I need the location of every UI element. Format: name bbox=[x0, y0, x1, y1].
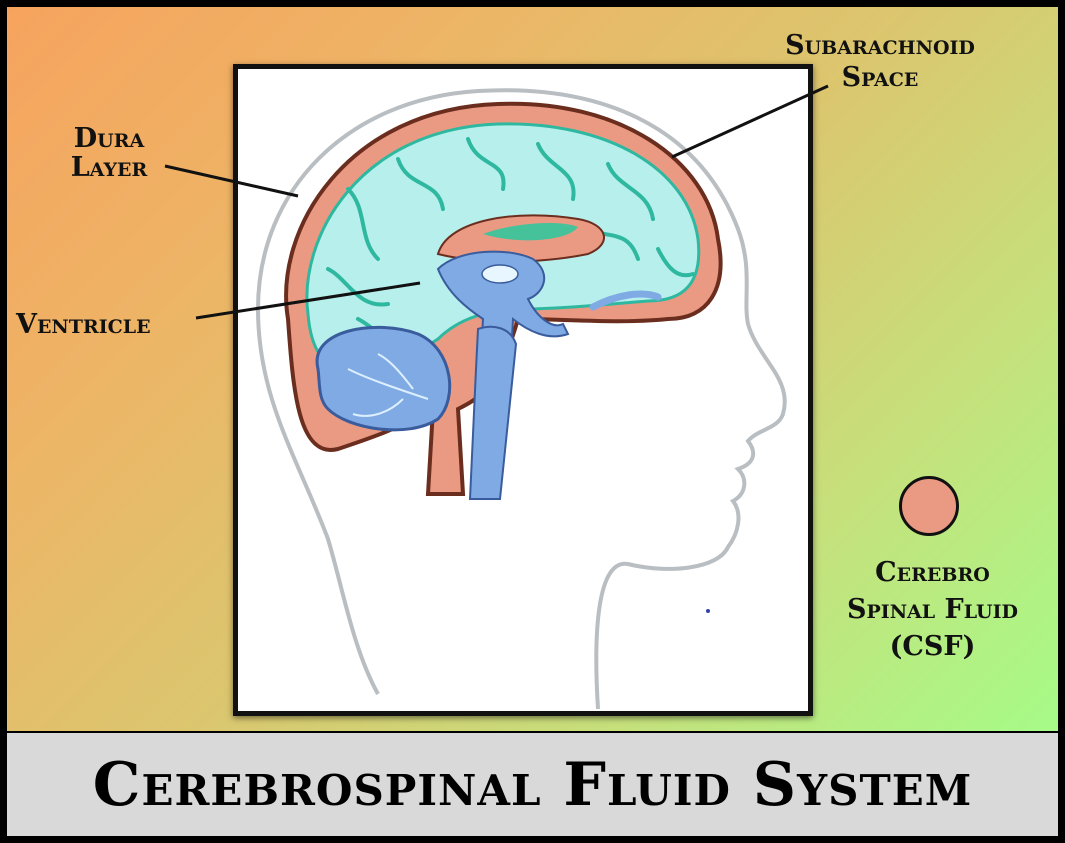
third-ventricle bbox=[481, 264, 519, 284]
subarachnoid-label-line-2: Space bbox=[841, 62, 919, 93]
head-illustration-frame bbox=[233, 64, 813, 716]
csf-legend-swatch bbox=[899, 476, 959, 536]
dura-layer-label: Dura Layer bbox=[55, 124, 163, 182]
page-title: Cerebrospinal Fluid System bbox=[92, 749, 973, 820]
csf-label-line-3: (CSF) bbox=[889, 631, 976, 662]
csf-label-line-2: Spinal Fluid bbox=[847, 594, 1018, 625]
gyri-lines bbox=[326, 137, 695, 347]
lateral-horn bbox=[589, 290, 662, 311]
subarachnoid-label-line-1: Subarachnoid bbox=[785, 30, 975, 61]
arbor-vitae bbox=[347, 353, 429, 417]
dura-label-line-1: Dura bbox=[73, 123, 145, 154]
brainstem bbox=[468, 325, 518, 500]
csf-label-line-1: Cerebro bbox=[875, 557, 990, 588]
fornix bbox=[483, 223, 578, 241]
subarachnoid-space-label: Subarachnoid Space bbox=[740, 30, 1020, 94]
cerebellum bbox=[315, 325, 452, 432]
brain-illustration bbox=[255, 88, 787, 710]
dura-label-line-2: Layer bbox=[70, 152, 148, 183]
title-bar: Cerebrospinal Fluid System bbox=[7, 733, 1058, 836]
ventricle-label: Ventricle bbox=[16, 309, 151, 340]
csf-legend-label: Cerebro Spinal Fluid (CSF) bbox=[820, 554, 1045, 665]
head-outline bbox=[255, 88, 787, 710]
